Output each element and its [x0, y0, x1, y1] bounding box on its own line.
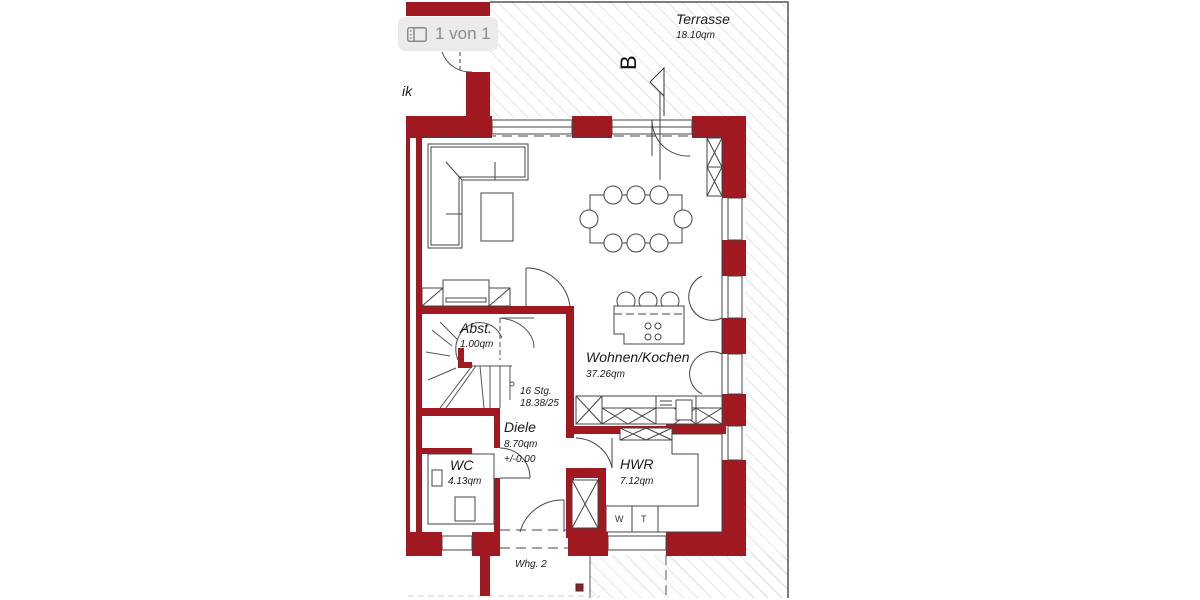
- hwr-fixtures: [571, 427, 723, 592]
- stair-steps: 16 Stg.: [520, 386, 552, 397]
- walls: [406, 2, 746, 596]
- page-indicator[interactable]: 1 von 1: [398, 17, 498, 51]
- svg-text:B: B: [616, 55, 641, 70]
- interior-lines: [422, 84, 723, 549]
- room-area-wohnen-kochen: 37.26qm: [586, 369, 625, 380]
- dining-table: [579, 185, 693, 253]
- room-name-wc: WC: [450, 457, 474, 473]
- doors: [441, 51, 723, 533]
- room-area-terrasse: 18.10qm: [676, 30, 715, 41]
- staircase: [425, 317, 535, 409]
- wc-fixtures: [427, 453, 495, 525]
- room-name-terrasse: Terrasse: [676, 11, 730, 27]
- dryer-label: T: [641, 514, 647, 524]
- kitchen-counter: [575, 395, 723, 425]
- kitchen-island: [613, 291, 685, 345]
- toilet: [454, 496, 476, 522]
- room-name-diele: Diele: [504, 419, 536, 435]
- tv-sideboard: [421, 279, 511, 307]
- coffee-table: [480, 192, 514, 242]
- floor-level: +/-0.00: [504, 454, 536, 465]
- room-area-wc: 4.13qm: [448, 476, 481, 487]
- entrance-label: Whg. 2: [515, 559, 547, 570]
- page-indicator-text: 1 von 1: [435, 24, 491, 43]
- room-area-abst: 1.00qm: [460, 339, 493, 350]
- room-name-hwr: HWR: [620, 456, 653, 472]
- tall-cabinet: [706, 137, 723, 197]
- sink: [431, 469, 443, 487]
- partial-room-label: ik: [402, 83, 413, 99]
- labels: Terrasse 18.10qm ik Wohnen/Kochen 37.26q…: [402, 11, 730, 570]
- washer-label: W: [615, 514, 624, 524]
- room-name-wohnen-kochen: Wohnen/Kochen: [586, 349, 690, 365]
- sofa: [427, 143, 529, 249]
- stair-dimension: 18.38/25: [520, 398, 559, 409]
- terrace-area: [408, 1, 789, 598]
- room-area-hwr: 7.12qm: [620, 476, 653, 487]
- windows: [441, 119, 743, 551]
- room-name-abst: Abst.: [459, 320, 492, 336]
- room-area-diele: 8.70qm: [504, 439, 537, 450]
- section-marker: B: [616, 55, 665, 116]
- sidebar-thumbnails-icon: [407, 26, 427, 42]
